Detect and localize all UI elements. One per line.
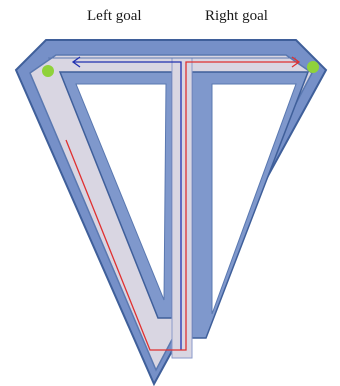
- center-stem: [172, 58, 192, 358]
- left-goal-marker: [42, 65, 54, 77]
- right-island-hole: [212, 84, 296, 314]
- right-goal-marker: [307, 61, 319, 73]
